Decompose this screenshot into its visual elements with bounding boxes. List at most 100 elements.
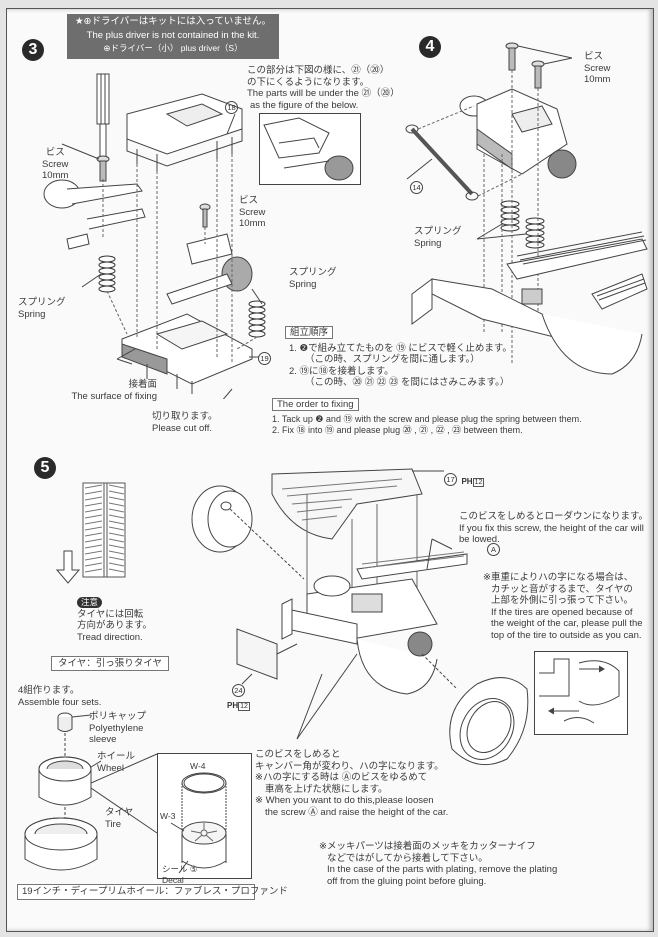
part-number: 18 [225,101,238,115]
ph-label: PH [227,701,239,710]
spring-left-icon [99,256,115,292]
marker-a-callout: A [487,541,500,559]
decal-label-ja: シール [162,864,188,874]
plating-note-en-1: In the case of the parts with plating, r… [327,864,558,875]
wheel-name-text: 19インチ・ディープリムホイール：ファブレス・プロファンド [17,884,288,900]
driver-notice-tool: ⊕ドライバー（小） plus driver（S） [103,43,243,53]
tire-right-icon [437,669,537,779]
ph-number: 12 [238,702,250,711]
screw-label-ja: ビス [584,51,604,62]
assemble-note-ja: 4組作ります。 [18,685,80,696]
assembly-order-item-2-sub: （この時、⑳ ㉑ ㉒ ㉓ を間にはさみこみます。） [305,377,510,388]
wheel-icon [39,757,91,805]
cut-off-ja: 切り取ります。 [152,411,218,422]
tire-open-note-en-1: If the tires are opened because of [491,606,633,618]
tread-note-ja-2: 方向があります。 [77,620,153,631]
part-19-callout: 19 [258,350,271,368]
screw-label-size: 10mm [239,218,266,229]
wheel-label: ホイール Wheel [97,751,135,774]
front-suspension-assembly [460,89,576,178]
step-4-illustration [392,34,652,394]
spring-label-en: Spring [414,237,442,249]
assembly-order-item-1-sub: （この時、スプリングを間に通します。） [305,354,480,365]
body-part-17 [272,469,422,539]
assembly-order-en: The order to fixing 1. Tack up ❷ and ⑲ w… [272,398,582,437]
lowdown-note-en-1: If you fix this screw, the height of the… [459,522,644,534]
driver-notice-en: The plus driver is not contained in the … [86,29,260,41]
lowdown-note-en-2: be lowed. [459,534,500,545]
step-3-badge: 3 [22,39,44,61]
tire-open-note-ja-3: 上部を外側に引っ張って下さい。 [491,595,634,606]
decal-number: ⑤ [189,864,198,874]
inset-note: この部分は下図の様に、㉑（⑳） の下にくるようになります。 The parts … [247,65,400,111]
step-3-illustration [27,59,287,399]
cut-off-en: Please cut off. [152,422,213,434]
driver-notice-banner: ★⊕ドライバーはキットには入っていません。 The plus driver is… [67,14,279,59]
tie-rod-part-14 [406,125,478,200]
fixing-surface-en: The surface of fixing [71,390,157,402]
camber-note-en-1: ※ When you want to do this,please loosen [255,795,434,806]
fixing-surface-label: 接着面 The surface of fixing [42,379,157,402]
spring-right-icon [249,301,265,337]
screw-label-step4: ビス Screw 10mm [584,51,610,86]
spring-icon [501,201,519,231]
step-5-illustration [182,464,472,744]
part-number: 17 [444,473,457,487]
camber-note-ja-2: キャンバー角が変わり、ハの字になります。 [255,760,444,772]
tread-direction-arrow-icon [56,550,82,586]
spring-label-step4: スプリング Spring [414,226,462,249]
spring-label-en: Spring [289,278,317,290]
tire-open-note-en-3: top of the tire to outside as you can. [491,629,642,641]
plating-note: ※メッキパーツは接着面のメッキをカッターナイフ などではがしてから接着して下さい… [319,841,557,887]
assembly-order-title-ja: 組立順序 [285,326,334,339]
tread-pattern-figure [82,482,130,582]
chassis-part-18 [127,94,242,171]
screw-right-icon [200,204,210,227]
assembly-order-item-1: 1. ❷で組み立てたものを ⑲ にビスで軽く止めます。 [289,342,512,354]
tire-left-icon [192,486,252,552]
ph-number: 12 [472,478,485,487]
wheel-assembly-figure [21,709,101,874]
driver-notice-ja: ★⊕ドライバーはキットには入っていません。 [74,16,272,27]
instruction-page: 3 ★⊕ドライバーはキットには入っていません。 The plus driver … [6,8,654,932]
caution-badge: 注意 [77,597,103,608]
spring-label-step3-right: スプリング Spring [289,267,337,290]
assembly-order-en-item-2: 2. Fix ⑱ into ⑲ and please plug ⑳ , ㉑ , … [272,425,523,435]
camber-note-ja-1: このビスをしめると [255,749,341,760]
inset-note-en-1: The parts will be under the ㉑（⑳） [247,88,400,99]
assemble-note-en: Assemble four sets. [18,696,102,708]
tread-note-ja-1: タイヤには回転 [77,608,144,620]
screwdriver-icon [97,74,109,174]
w4-label: W-4 [190,761,206,771]
screw-icon [506,43,518,70]
polycap-label-en-2: sleeve [89,734,117,745]
tire-label-en: Tire [105,818,122,830]
plating-note-en-2: off from the gluing point before gluing. [327,875,487,887]
tire-open-note-ja-1: ※車重によりハの字になる場合は、 [483,572,634,583]
tire-pull-inset-figure [534,651,628,735]
marker-a: A [487,543,500,557]
part-number: 19 [258,352,271,366]
polycap-label: ポリキャップ Polyethylene sleeve [89,711,146,746]
screw-icon [97,156,109,181]
wheel-label-en: Wheel [97,762,124,774]
inset-detail-figure [259,113,361,185]
assemble-note: 4組作ります。 Assemble four sets. [18,685,101,708]
plating-note-ja-1: ※メッキパーツは接着面のメッキをカッターナイフ [319,841,536,852]
inset-note-en-2: as the figure of the below. [250,99,359,111]
tire-open-note: ※車重によりハの字になる場合は、 カチッと音がするまで、タイヤの 上部を外側に引… [483,572,643,641]
ph-label: PH [461,477,473,486]
camber-note-en-2: the screw Ⓐ and raise the height of the … [265,806,449,818]
tire-label: タイヤ Tire [105,807,133,830]
tire-label-ja: タイヤ [105,807,134,818]
assembly-order-en-item-1: 1. Tack up ❷ and ⑲ with the screw and pl… [272,413,582,424]
tread-note-en: Tread direction. [77,631,143,643]
plating-note-ja-2: などではがしてから接着して下さい。 [327,852,488,864]
screw-label-step3-right: ビス Screw 10mm [239,195,265,230]
camber-note-ja-3: ※ハの字にする時は Ⓐのビスをゆるめて [255,772,428,783]
screw-label-size: 10mm [584,74,611,85]
inset-note-ja-2: の下にくるようになります。 [247,76,370,88]
step-5-badge: 5 [34,457,56,479]
lowdown-note: このビスをしめるとローダウンになります。 If you fix this scr… [459,511,648,546]
